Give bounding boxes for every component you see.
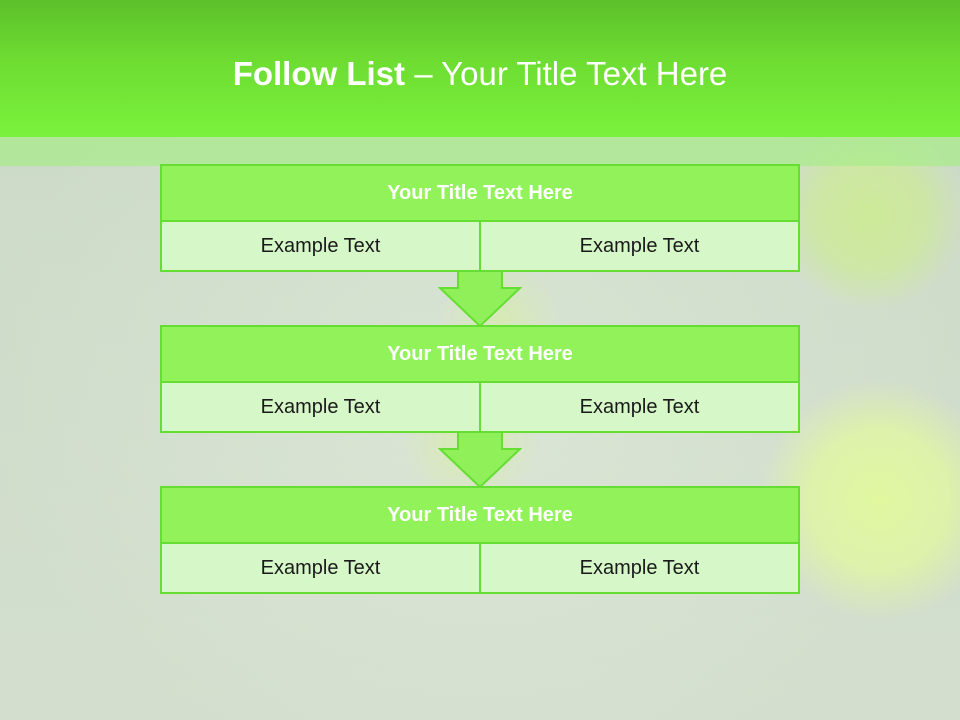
block-title: Your Title Text Here bbox=[162, 488, 798, 544]
block-cell-right: Example Text bbox=[481, 383, 798, 431]
slide-title-bold: Follow List bbox=[232, 55, 406, 92]
block-cell-right: Example Text bbox=[481, 222, 798, 270]
down-arrow-icon bbox=[438, 270, 522, 328]
block-row: Example Text Example Text bbox=[162, 383, 798, 431]
header-band bbox=[0, 0, 960, 137]
block-title: Your Title Text Here bbox=[162, 166, 798, 222]
block-title: Your Title Text Here bbox=[162, 327, 798, 383]
flow-block-2: Your Title Text Here Example Text Exampl… bbox=[160, 325, 800, 433]
flow-block-3: Your Title Text Here Example Text Exampl… bbox=[160, 486, 800, 594]
block-row: Example Text Example Text bbox=[162, 222, 798, 270]
block-cell-left: Example Text bbox=[162, 383, 481, 431]
flow-block-1: Your Title Text Here Example Text Exampl… bbox=[160, 164, 800, 272]
block-cell-left: Example Text bbox=[162, 544, 481, 592]
slide-title: Follow List – Your Title Text Here bbox=[0, 52, 960, 96]
header-strip bbox=[0, 137, 960, 166]
block-row: Example Text Example Text bbox=[162, 544, 798, 592]
block-cell-right: Example Text bbox=[481, 544, 798, 592]
slide-title-rest: – Your Title Text Here bbox=[405, 55, 728, 92]
block-cell-left: Example Text bbox=[162, 222, 481, 270]
down-arrow-icon bbox=[438, 431, 522, 489]
